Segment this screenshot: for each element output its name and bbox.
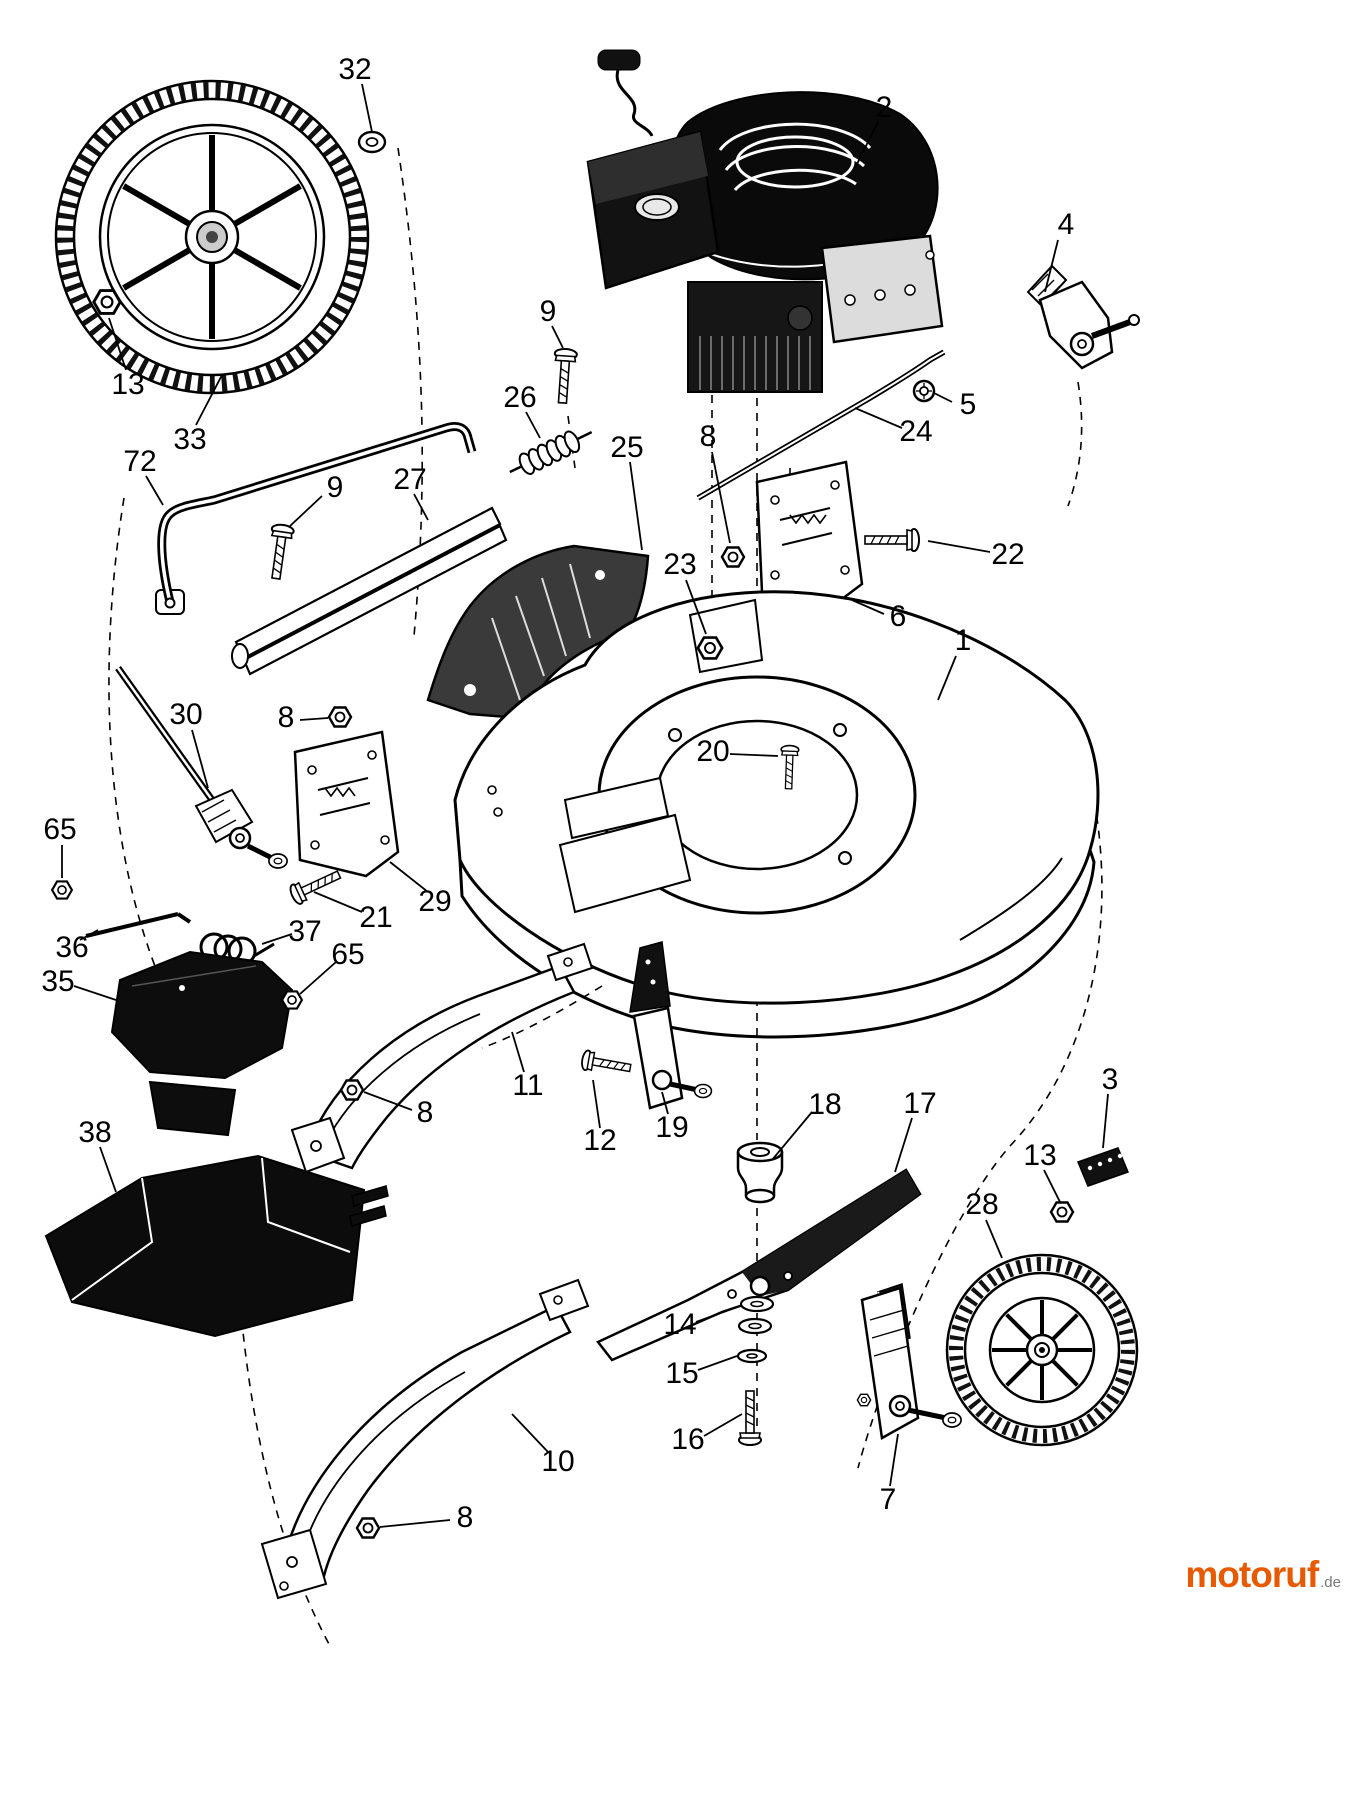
- rear-deflector-35: [110, 950, 294, 1137]
- control-rod: [696, 349, 946, 501]
- leader-lines: [61, 83, 1109, 1528]
- watermark-tld: .de: [1320, 1574, 1341, 1591]
- wheel-bracket-7: [856, 1283, 962, 1440]
- pawl-3: [1077, 1147, 1129, 1187]
- callout-37: 37: [288, 915, 322, 948]
- callout-26: 26: [503, 381, 537, 414]
- engine: [586, 49, 944, 393]
- callout-27: 27: [393, 463, 427, 496]
- blade-adapter: [736, 1141, 784, 1204]
- callout-8: 8: [416, 1096, 434, 1129]
- callout-16: 16: [671, 1423, 705, 1456]
- bolt-9-lower: [264, 522, 296, 582]
- callout-9: 9: [539, 295, 557, 328]
- callout-12: 12: [583, 1124, 617, 1157]
- nut-13-rear: [1049, 1201, 1075, 1223]
- callout-3: 3: [1101, 1063, 1119, 1096]
- height-adjust-lever: [115, 665, 288, 869]
- bolt-22: [864, 528, 920, 552]
- nut-8-shield-upper: [339, 1079, 365, 1101]
- bolt-9-upper: [550, 347, 579, 405]
- callout-72: 72: [123, 445, 157, 478]
- callout-8: 8: [277, 701, 295, 734]
- callout-65: 65: [43, 813, 77, 846]
- callout-29: 29: [418, 885, 452, 918]
- callout-1: 1: [954, 624, 972, 657]
- callout-8: 8: [699, 420, 717, 453]
- callout-36: 36: [55, 931, 89, 964]
- callout-30: 30: [169, 698, 203, 731]
- watermark-brand: motoruf: [1185, 1554, 1319, 1595]
- support-bracket-left: [293, 730, 400, 878]
- wheel-bracket-19: [629, 941, 713, 1110]
- callout-2: 2: [875, 91, 893, 124]
- callout-18: 18: [808, 1088, 842, 1121]
- callout-20: 20: [696, 735, 730, 768]
- callout-25: 25: [610, 431, 644, 464]
- crankcase: [820, 234, 944, 344]
- starter-handle: [597, 49, 641, 71]
- fuel-cap: [634, 193, 680, 221]
- star-washer: [912, 379, 936, 403]
- callout-21: 21: [359, 901, 393, 934]
- callout-24: 24: [899, 415, 933, 448]
- callout-65: 65: [331, 938, 365, 971]
- nut-65-left: [51, 880, 73, 900]
- callout-14: 14: [663, 1308, 697, 1341]
- callout-33: 33: [173, 423, 207, 456]
- support-bracket-right: [755, 460, 864, 610]
- trail-shield-upper: [290, 942, 594, 1174]
- callout-11: 11: [512, 1069, 544, 1102]
- rear-rail: [231, 506, 508, 676]
- rear-wheel: [945, 1253, 1139, 1447]
- callout-23: 23: [663, 548, 697, 581]
- watermark: motoruf .de: [1185, 1554, 1341, 1596]
- nut-23: [696, 636, 724, 660]
- callout-10: 10: [541, 1445, 575, 1478]
- wheel-nut: [92, 289, 122, 315]
- mulch-cover: [44, 1154, 389, 1338]
- handle-bracket-right: [1026, 264, 1140, 370]
- callout-4: 4: [1057, 208, 1075, 241]
- callout-22: 22: [991, 538, 1025, 571]
- discharge-chute: [426, 544, 650, 720]
- callout-19: 19: [655, 1111, 689, 1144]
- mower-deck: [453, 590, 1100, 1039]
- front-wheel: [54, 79, 370, 395]
- callout-7: 7: [879, 1483, 897, 1516]
- tension-spring: [509, 430, 593, 475]
- nut-65-right: [281, 990, 303, 1010]
- callout-28: 28: [965, 1188, 999, 1221]
- bolt-12: [579, 1048, 633, 1079]
- mower-blade: [596, 1168, 922, 1362]
- callout-35: 35: [41, 965, 75, 998]
- callout-5: 5: [959, 388, 977, 421]
- handle-rod: [155, 421, 477, 615]
- callout-13: 13: [111, 368, 145, 401]
- link-rod-36: [85, 912, 192, 938]
- nut-8-upper: [720, 546, 746, 568]
- blade-washers-14: [737, 1295, 775, 1335]
- callout-8: 8: [456, 1501, 474, 1534]
- callout-15: 15: [665, 1357, 699, 1390]
- callout-32: 32: [338, 53, 372, 86]
- callout-38: 38: [78, 1116, 112, 1149]
- callout-6: 6: [889, 600, 907, 633]
- nut-8-shield-lower: [355, 1517, 381, 1539]
- callout-17: 17: [903, 1087, 937, 1120]
- blade-washer-15: [736, 1348, 768, 1364]
- callout-9: 9: [326, 471, 344, 504]
- nut-8-left: [327, 706, 353, 728]
- bolt-21: [287, 864, 345, 907]
- callout-13: 13: [1023, 1139, 1057, 1172]
- washer-32: [357, 130, 387, 154]
- trail-shield-lower: [260, 1278, 590, 1600]
